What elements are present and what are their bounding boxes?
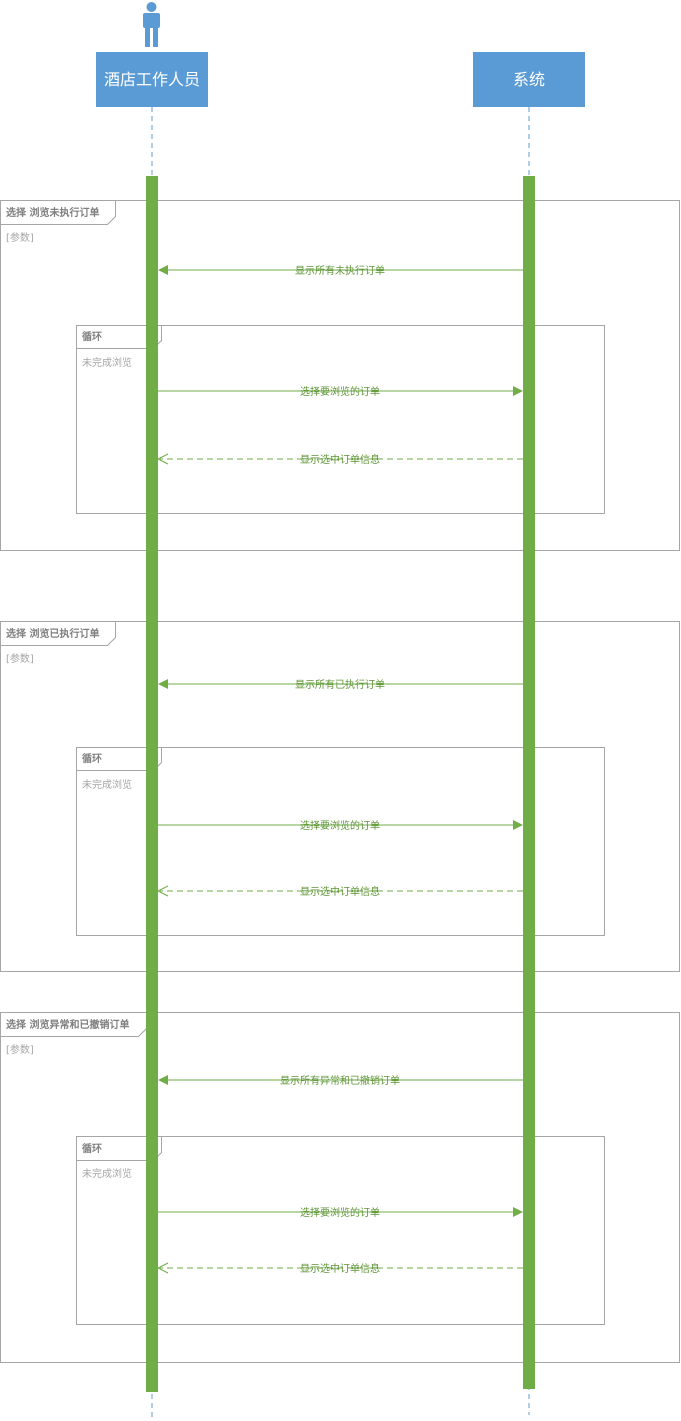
message-request-3[interactable]: 选择要浏览的订单 — [158, 1206, 523, 1219]
alt-frame-3[interactable]: 选择 浏览异常和已撤销订单 [参数] — [0, 1012, 680, 1363]
message-call-3-label: 显示所有异常和已撤销订单 — [280, 1074, 400, 1087]
message-call-3[interactable]: 显示所有异常和已撤销订单 — [158, 1074, 523, 1087]
message-reply-2-label: 显示选中订单信息 — [300, 885, 380, 898]
message-request-1-label: 选择要浏览的订单 — [300, 385, 380, 398]
alt-frame-2-label: 选择 浏览已执行订单 — [6, 627, 99, 640]
person-icon — [143, 2, 160, 47]
loop-frame-2-label: 循环 — [82, 752, 102, 765]
message-reply-2[interactable]: 显示选中订单信息 — [156, 885, 523, 898]
message-request-2[interactable]: 选择要浏览的订单 — [158, 819, 523, 832]
alt-frame-1-guard: [参数] — [6, 231, 34, 244]
loop-frame-1-label: 循环 — [82, 330, 102, 343]
message-call-2-label: 显示所有已执行订单 — [295, 678, 385, 691]
loop-frame-1[interactable]: 循环 未完成浏览 — [76, 325, 605, 514]
lifeline-system[interactable]: 系统 — [473, 52, 585, 107]
message-reply-3-label: 显示选中订单信息 — [300, 1262, 380, 1275]
alt-frame-1[interactable]: 选择 浏览未执行订单 [参数] — [0, 200, 680, 551]
alt-frame-1-label: 选择 浏览未执行订单 — [6, 206, 99, 219]
alt-frame-3-guard: [参数] — [6, 1043, 34, 1056]
message-reply-1[interactable]: 显示选中订单信息 — [156, 453, 523, 466]
message-reply-1-label: 显示选中订单信息 — [300, 453, 380, 466]
loop-frame-3-guard: 未完成浏览 — [82, 1167, 132, 1180]
lifeline-actor-title: 酒店工作人员 — [104, 70, 200, 89]
message-call-1[interactable]: 显示所有未执行订单 — [158, 264, 523, 277]
message-call-2[interactable]: 显示所有已执行订单 — [158, 678, 523, 691]
alt-frame-2-guard: [参数] — [6, 652, 34, 665]
message-request-3-label: 选择要浏览的订单 — [300, 1206, 380, 1219]
lifeline-actor[interactable]: 酒店工作人员 — [96, 52, 208, 107]
message-request-2-label: 选择要浏览的订单 — [300, 819, 380, 832]
loop-frame-2[interactable]: 循环 未完成浏览 — [76, 747, 605, 936]
message-reply-3[interactable]: 显示选中订单信息 — [156, 1262, 523, 1275]
lifeline-system-title: 系统 — [513, 70, 545, 89]
loop-frame-3-label: 循环 — [82, 1142, 102, 1155]
activation-bar-actor — [146, 176, 158, 1392]
activation-bar-system — [523, 176, 535, 1389]
loop-frame-2-guard: 未完成浏览 — [82, 778, 132, 791]
loop-frame-1-guard: 未完成浏览 — [82, 356, 132, 369]
alt-frame-3-label: 选择 浏览异常和已撤销订单 — [6, 1018, 129, 1031]
loop-frame-3[interactable]: 循环 未完成浏览 — [76, 1136, 605, 1325]
alt-frame-2[interactable]: 选择 浏览已执行订单 [参数] — [0, 621, 680, 972]
message-request-1[interactable]: 选择要浏览的订单 — [158, 385, 523, 398]
message-call-1-label: 显示所有未执行订单 — [295, 264, 385, 277]
